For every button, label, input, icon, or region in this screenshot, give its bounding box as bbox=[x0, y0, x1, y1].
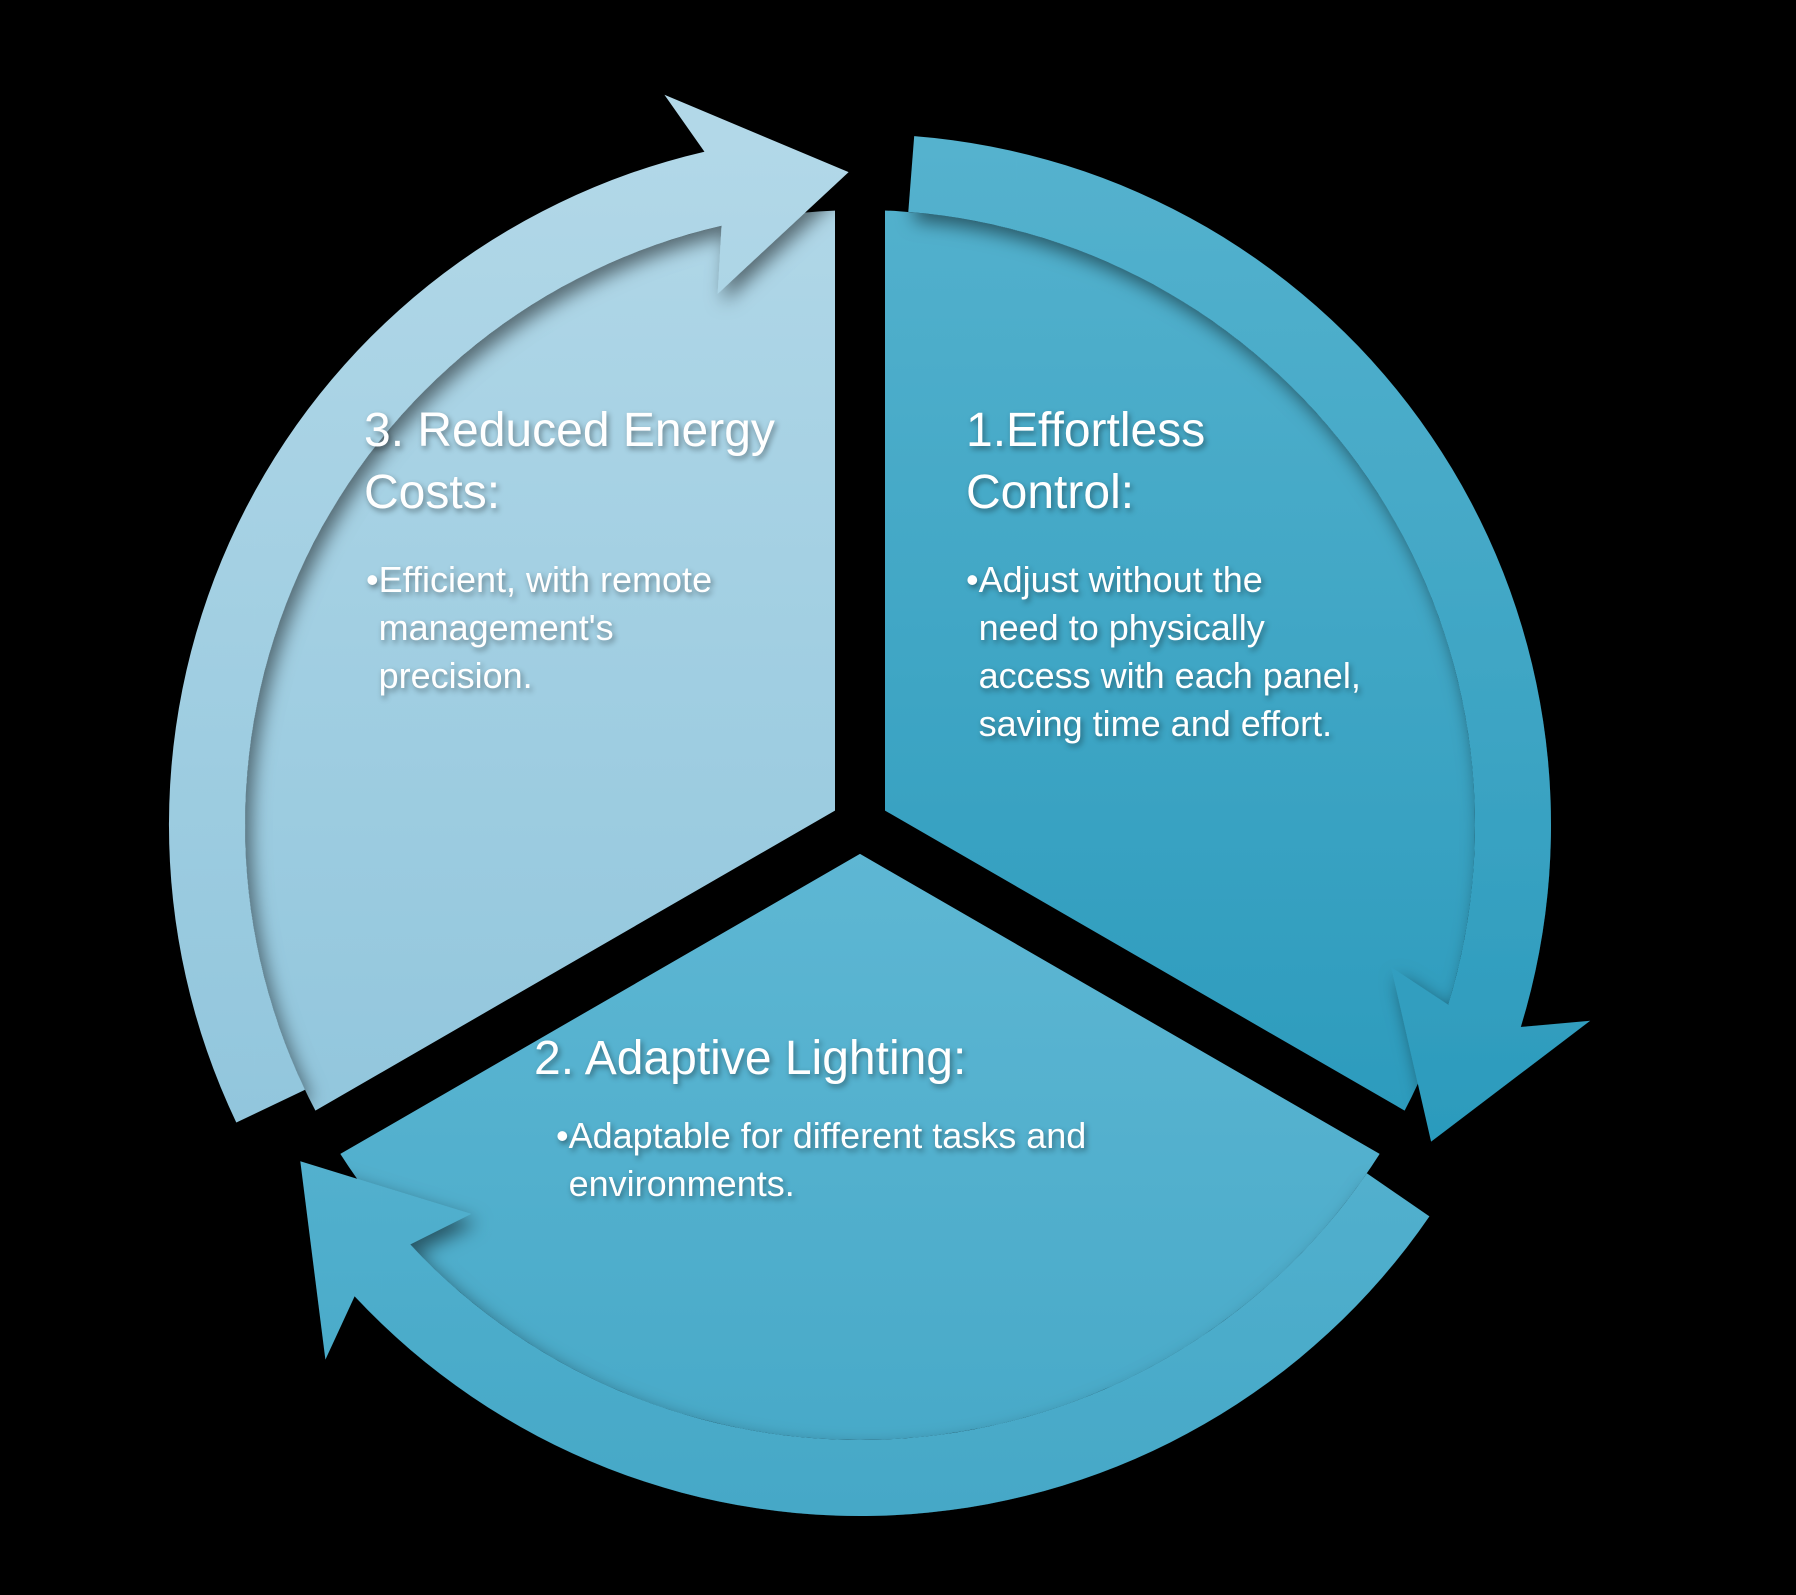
segment-gaps bbox=[313, 208, 1407, 1156]
segment-2-wedge bbox=[327, 825, 1393, 1440]
segment-1-bullet-line: saving time and effort. bbox=[978, 703, 1333, 744]
segment-1-title-line: 1.Effortless bbox=[966, 404, 1206, 457]
segment-2-title: 2. Adaptive Lighting: bbox=[534, 1028, 966, 1090]
segment-3-title-line: 3. Reduced Energy bbox=[364, 404, 775, 457]
segment-3-bullet-line: Efficient, with remote bbox=[378, 559, 713, 600]
segment-3-title-line: Costs: bbox=[364, 466, 501, 519]
segment-3-bullet: • Efficient, with remote management's pr… bbox=[366, 556, 712, 700]
bullet-icon: • bbox=[366, 559, 379, 600]
segment-2-arrow bbox=[300, 1161, 1430, 1517]
segment-1-arrow bbox=[908, 136, 1591, 1142]
gap-bottom-right bbox=[847, 803, 1407, 1156]
segment-1-bullet-line: Adjust without the bbox=[978, 559, 1263, 600]
bullet-icon: • bbox=[966, 559, 979, 600]
segment-1-title-line: Control: bbox=[966, 466, 1135, 519]
segment-2-bullet-line: Adaptable for different tasks and bbox=[568, 1115, 1087, 1156]
segment-3-bullet-line: management's bbox=[378, 607, 614, 648]
segment-2-bullet: • Adaptable for different tasks and envi… bbox=[556, 1112, 1086, 1208]
segment-1-bullet: • Adjust without the need to physically … bbox=[966, 556, 1361, 748]
gap-bottom-left bbox=[313, 803, 873, 1156]
segment-3-arrow bbox=[168, 94, 849, 1123]
segment-1-bullet-line: access with each panel, bbox=[978, 655, 1361, 696]
segment-1-title: 1.Effortless Control: bbox=[966, 400, 1205, 524]
segment-2-bullet-line: environments. bbox=[568, 1163, 795, 1204]
bullet-icon: • bbox=[556, 1115, 569, 1156]
segment-3-title: 3. Reduced Energy Costs: bbox=[364, 400, 775, 524]
segment-3-bullet-line: precision. bbox=[378, 655, 533, 696]
segment-2-title-line: 2. Adaptive Lighting: bbox=[534, 1032, 967, 1085]
segment-1-bullet-line: need to physically bbox=[978, 607, 1265, 648]
